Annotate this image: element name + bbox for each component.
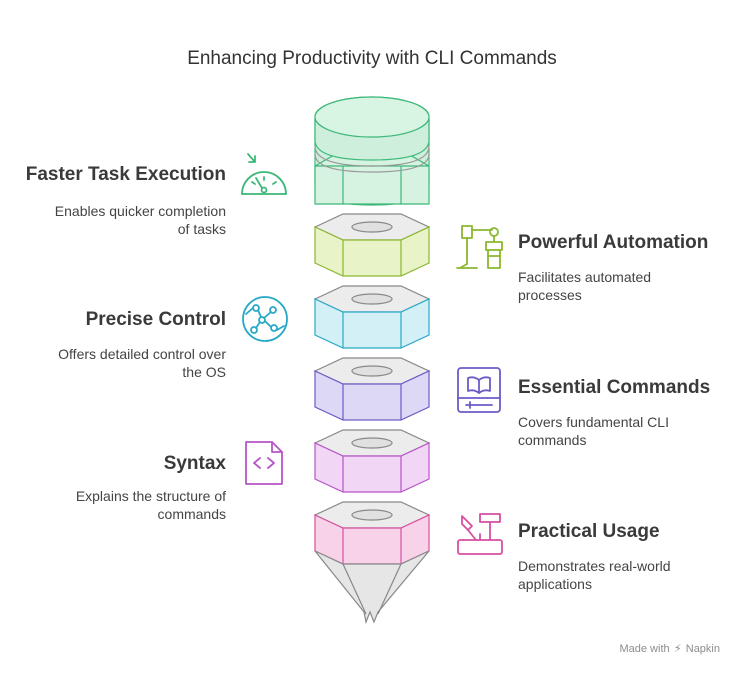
item-title: Syntax bbox=[163, 453, 226, 474]
item-title: Faster Task Execution bbox=[25, 164, 226, 185]
item-title: Essential Commands bbox=[518, 377, 711, 398]
item-powerful-automation: Powerful Automation Facilitates automate… bbox=[518, 232, 728, 304]
segment-cyan bbox=[313, 285, 431, 349]
item-faster-task-execution: Faster Task Execution Enables quicker co… bbox=[20, 160, 226, 240]
item-desc-line1: Covers fundamental CLI bbox=[518, 414, 669, 430]
segment-magenta bbox=[313, 429, 431, 493]
item-syntax: Syntax Explains the structure of command… bbox=[20, 449, 226, 529]
item-precise-control: Precise Control Offers detailed control … bbox=[20, 305, 226, 385]
network-nodes-icon bbox=[242, 296, 288, 342]
item-desc-line2: applications bbox=[518, 576, 592, 592]
napkin-logo-icon: ⚡ bbox=[673, 643, 682, 655]
napkin-watermark: Made with ⚡ Napkin bbox=[619, 642, 720, 655]
page-title: Enhancing Productivity with CLI Commands bbox=[187, 48, 557, 69]
toolbox-icon bbox=[457, 513, 503, 555]
item-desc-line2: the OS bbox=[182, 364, 226, 380]
item-desc-line1: Demonstrates real-world bbox=[518, 558, 671, 574]
segment-lime bbox=[313, 213, 431, 277]
segment-cap-green bbox=[314, 96, 430, 206]
item-essential-commands: Essential Commands Covers fundamental CL… bbox=[518, 377, 728, 449]
item-title: Practical Usage bbox=[518, 521, 660, 542]
segment-pink bbox=[313, 501, 431, 565]
item-desc-line2: commands bbox=[157, 506, 226, 522]
item-desc-line1: Facilitates automated bbox=[518, 269, 652, 285]
item-desc-line2: commands bbox=[518, 432, 587, 448]
item-title: Powerful Automation bbox=[518, 232, 709, 253]
item-desc-line2: processes bbox=[518, 287, 582, 303]
segment-tip bbox=[314, 550, 430, 625]
code-file-icon bbox=[245, 441, 283, 485]
napkin-brand-label: Napkin bbox=[685, 643, 720, 655]
item-title: Precise Control bbox=[85, 309, 226, 330]
segment-purple bbox=[313, 357, 431, 421]
item-desc-line1: Offers detailed control over bbox=[58, 346, 226, 362]
robot-arm-icon bbox=[456, 225, 503, 269]
item-desc-line1: Explains the structure of bbox=[75, 488, 226, 504]
speedometer-icon bbox=[241, 153, 287, 195]
item-desc-line1: Enables quicker completion bbox=[54, 203, 226, 219]
item-desc-line2: of tasks bbox=[177, 221, 226, 237]
made-with-label: Made with bbox=[619, 643, 670, 655]
book-icon bbox=[457, 367, 501, 413]
item-practical-usage: Practical Usage Demonstrates real-world … bbox=[518, 521, 728, 593]
